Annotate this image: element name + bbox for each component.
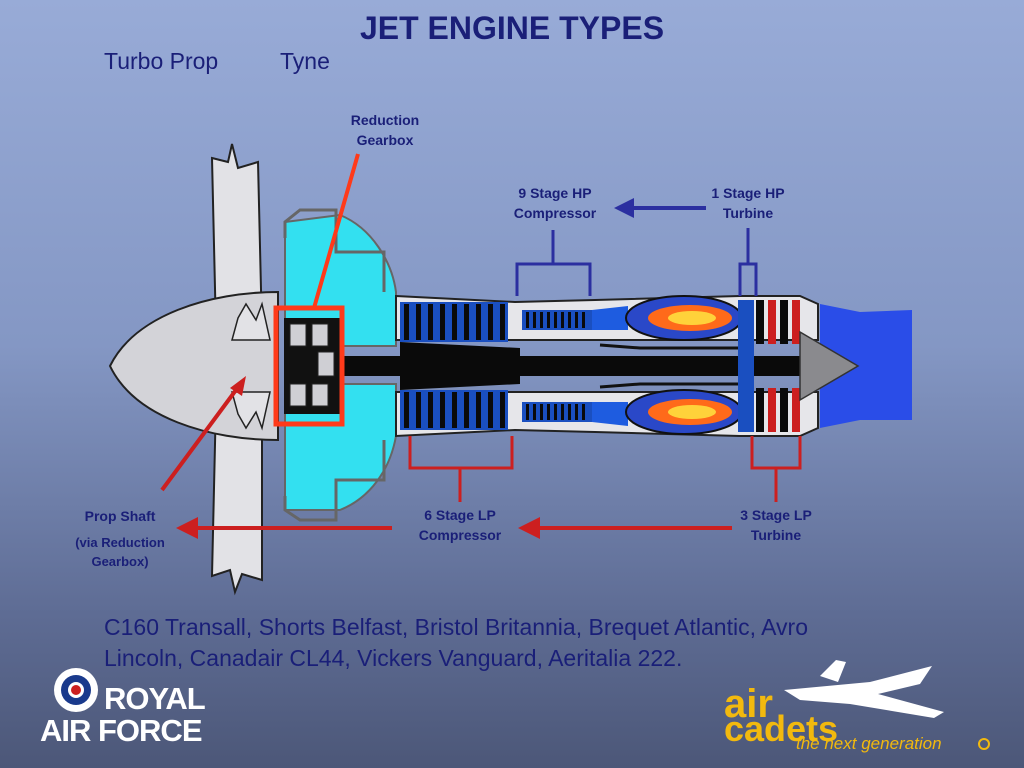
- hp-compressor-blades: [526, 312, 585, 420]
- hp-turbine-bracket: [738, 228, 758, 296]
- propeller-root-upper: [231, 301, 271, 341]
- label-prop-shaft: Prop Shaft: [84, 508, 156, 524]
- label-hp-turbine: 1 Stage HP Turbine: [690, 183, 806, 223]
- label-lp-compressor: 6 Stage LP Compressor: [396, 505, 524, 545]
- glider-icon: [784, 666, 944, 718]
- raf-logo-text-royal: ROYAL: [104, 681, 206, 716]
- label-hp-compressor: 9 Stage HP Compressor: [490, 183, 620, 223]
- gearbox-gears: [289, 323, 335, 407]
- hp-flow-arrow: [614, 198, 634, 218]
- label-reduction-gearbox-line2: Gearbox: [356, 132, 414, 148]
- label-reduction-gearbox: Reduction Gearbox: [330, 110, 440, 150]
- air-cadets-logo-cadets: cadets: [724, 708, 839, 749]
- label-lp-compressor-line1: 6 Stage LP: [424, 507, 496, 523]
- lp-compressor-arrow: [176, 517, 198, 539]
- main-shaft: [330, 356, 810, 376]
- propeller-root-lower: [231, 391, 271, 431]
- diffuser-upper: [592, 306, 628, 330]
- label-prop-shaft-note: (via Reduction Gearbox): [58, 533, 182, 571]
- lp-turbine-blades: [756, 300, 800, 432]
- aircraft-list-line1: C160 Transall, Shorts Belfast, Bristol B…: [104, 614, 808, 640]
- label-prop-shaft-note-line1: (via Reduction: [75, 535, 165, 550]
- lp-compressor-blades: [404, 304, 505, 428]
- aircraft-list-line2: Lincoln, Canadair CL44, Vickers Vanguard…: [104, 645, 683, 671]
- label-prop-shaft-note-line2: Gearbox): [91, 554, 149, 569]
- lp-turbine-arrow: [518, 517, 540, 539]
- reduction-gearbox-highlight: [273, 305, 345, 427]
- label-lp-turbine-line2: Turbine: [750, 527, 802, 543]
- air-cadets-logo-air: air: [724, 682, 773, 726]
- label-hp-compressor-line1: 9 Stage HP: [518, 185, 592, 201]
- label-hp-compressor-line2: Compressor: [513, 205, 597, 221]
- diffuser-lower: [592, 402, 628, 426]
- hp-turbine: [738, 300, 754, 432]
- raf-logo-text-airforce: AIR FORCE: [40, 713, 202, 748]
- engine-name-label: Tyne: [280, 48, 330, 74]
- label-hp-turbine-line2: Turbine: [722, 205, 774, 221]
- tagline-ring-icon: [978, 738, 990, 750]
- hp-compressor-bracket: [515, 230, 592, 296]
- label-hp-turbine-line1: 1 Stage HP: [711, 185, 785, 201]
- intake-cowl-upper: [283, 208, 386, 292]
- lp-compressor-bracket: [408, 436, 514, 502]
- label-lp-turbine-line1: 3 Stage LP: [740, 507, 812, 523]
- exhaust-cone: [799, 330, 860, 402]
- label-reduction-gearbox-line1: Reduction: [350, 112, 420, 128]
- air-cadets-tagline: the next generation: [796, 734, 942, 753]
- engine-type-label: Turbo Prop: [104, 48, 219, 74]
- lp-turbine-bracket: [750, 436, 802, 502]
- exhaust-flow: [820, 304, 912, 428]
- gearbox-pointer: [312, 153, 360, 309]
- label-lp-turbine: 3 Stage LP Turbine: [716, 505, 836, 545]
- slide-title: JET ENGINE TYPES: [359, 10, 665, 46]
- intake-cowl-lower: [283, 440, 386, 522]
- label-lp-compressor-line2: Compressor: [418, 527, 502, 543]
- aircraft-list: C160 Transall, Shorts Belfast, Bristol B…: [104, 612, 904, 674]
- prop-shaft-pointer: [160, 388, 238, 492]
